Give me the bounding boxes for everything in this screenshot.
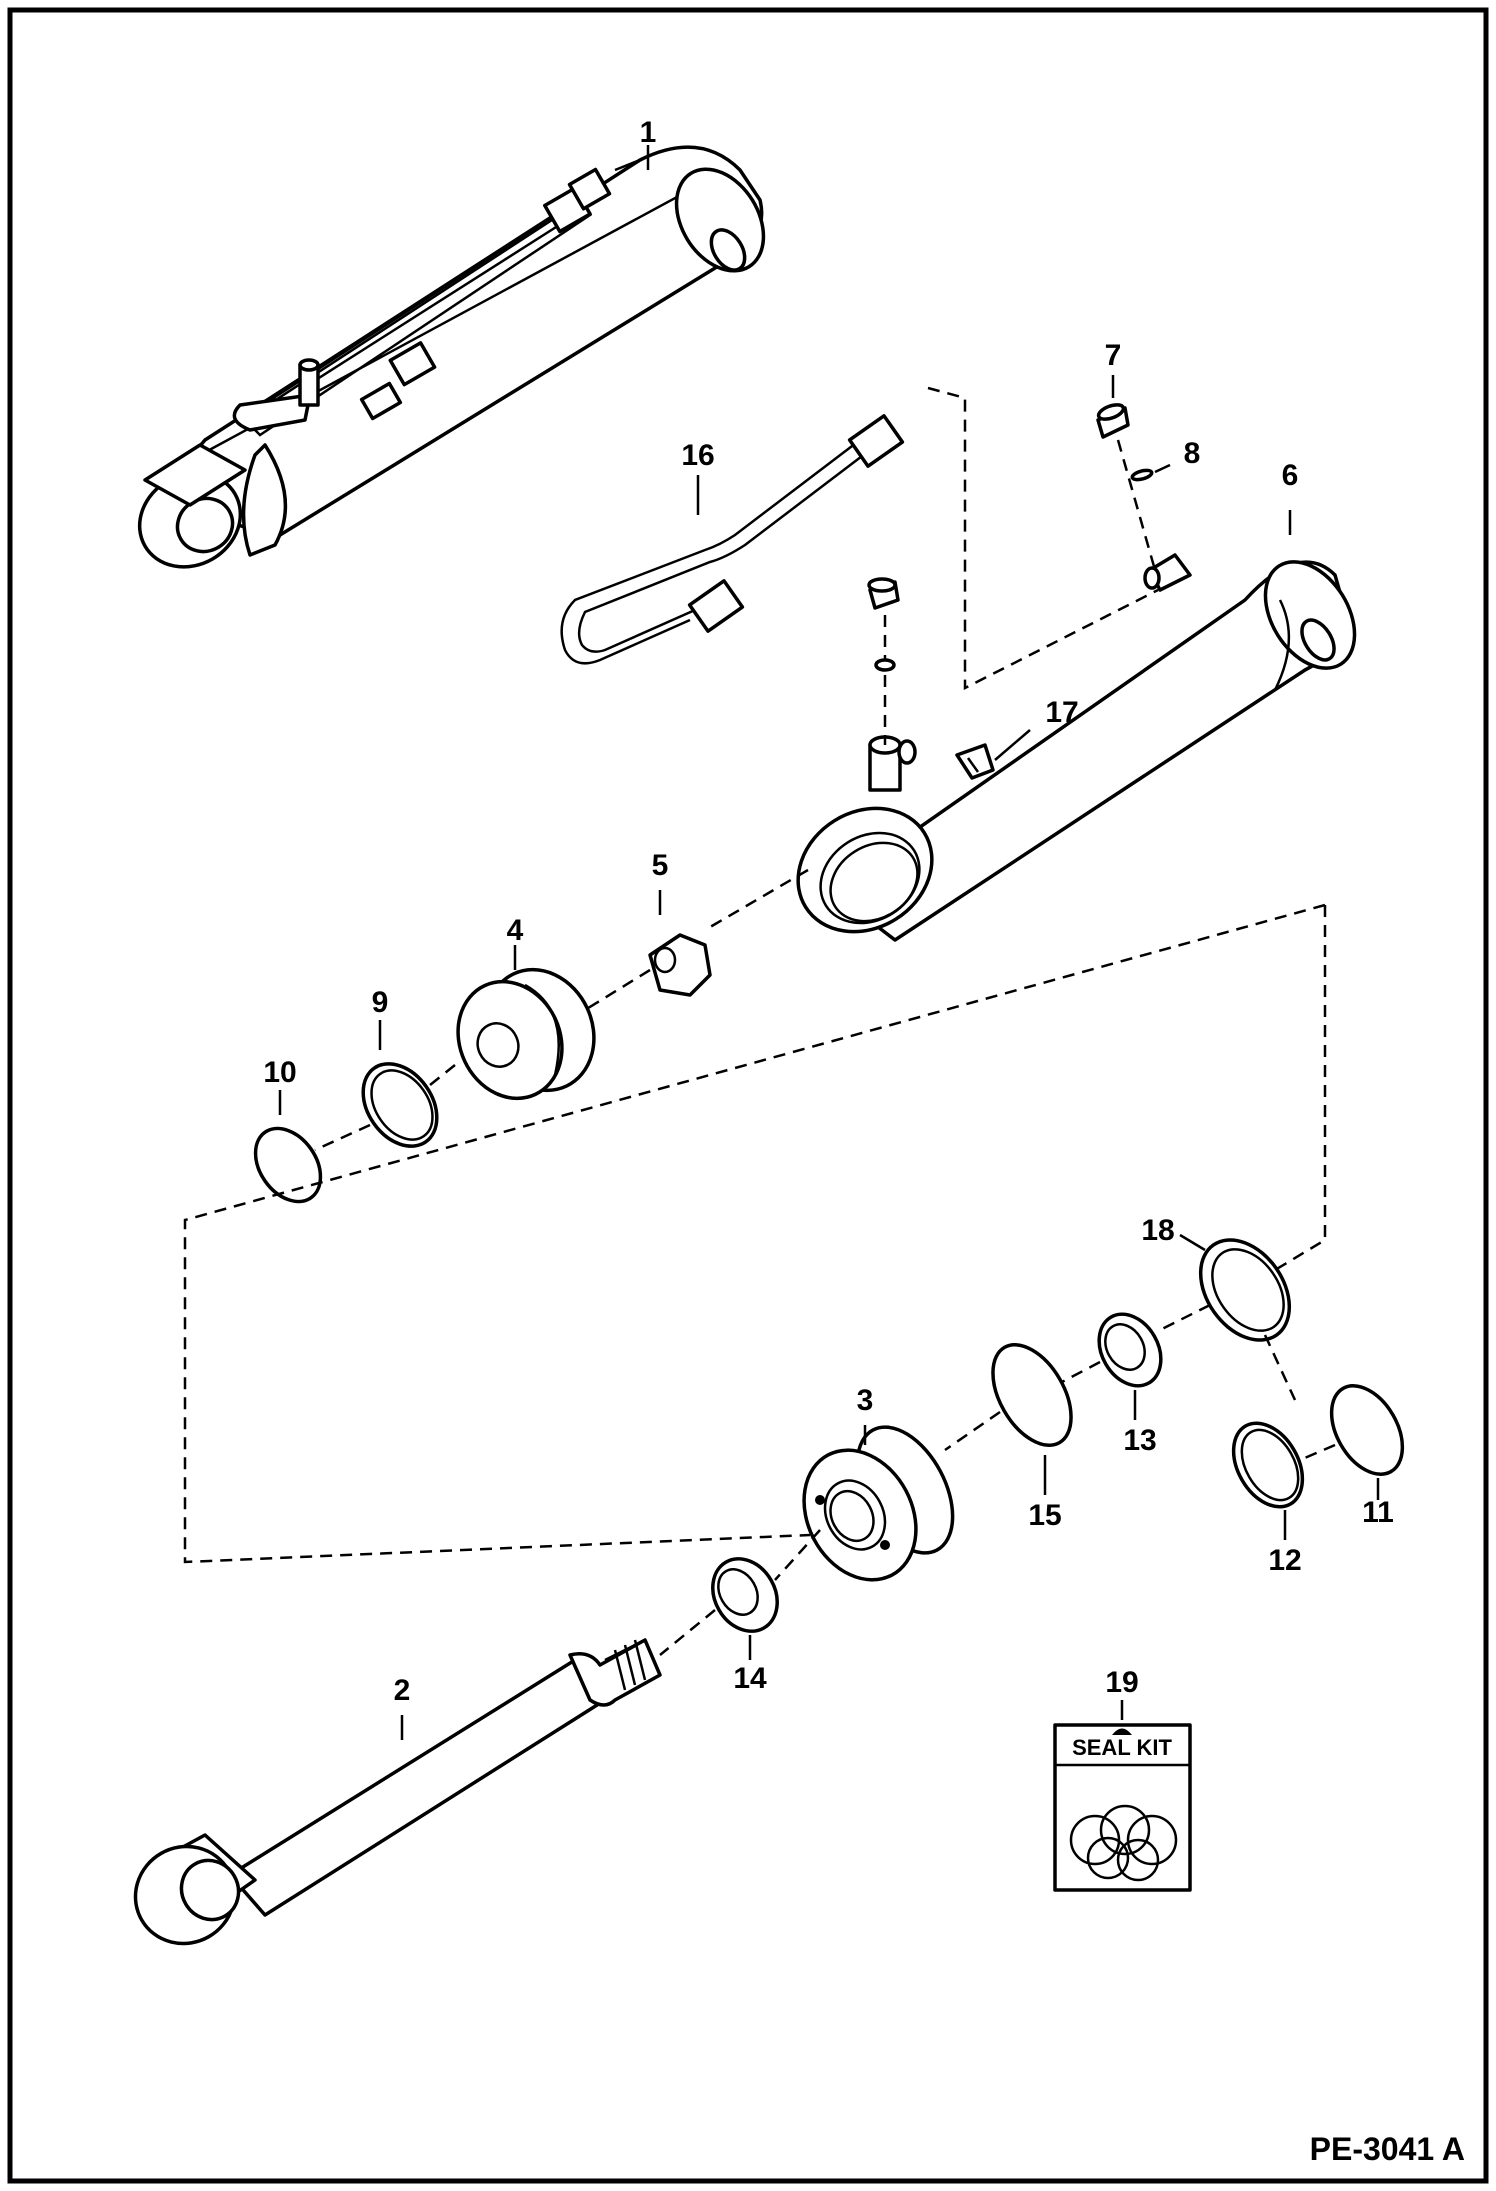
callout-2: 2: [394, 1674, 411, 1707]
callout-11: 11: [1362, 1496, 1394, 1529]
callout-14: 14: [733, 1662, 767, 1695]
part-12-ring: [1231, 1421, 1305, 1509]
callout-13: 13: [1123, 1424, 1156, 1457]
callout-3: 3: [857, 1384, 874, 1417]
callout-10: 10: [263, 1056, 296, 1089]
part-3-head: [802, 1425, 955, 1582]
callout-4: 4: [507, 914, 524, 947]
part-8-o-ring: [1130, 468, 1154, 482]
part-4-piston: [456, 967, 596, 1101]
page-border: [7, 7, 1489, 2184]
callout-9: 9: [372, 986, 389, 1019]
part-14-seal: [711, 1557, 779, 1633]
callout-1: 1: [640, 116, 657, 149]
callout-19: 19: [1105, 1666, 1138, 1699]
part-1-assembled-cylinder: [137, 145, 766, 569]
part-13-wiper: [1097, 1312, 1163, 1388]
part-11-ring: [1329, 1384, 1405, 1476]
callout-17: 17: [1045, 696, 1078, 729]
callout-7: 7: [1105, 339, 1122, 372]
seal-kit-label: SEAL KIT: [1072, 1735, 1172, 1760]
assembly-dashed-lines: [183, 386, 1336, 1656]
part-5-nut: [648, 933, 712, 997]
callout-5: 5: [652, 849, 669, 882]
part-7-plug: [1096, 403, 1130, 439]
part-10-ring: [253, 1126, 323, 1204]
callout-15: 15: [1028, 1499, 1061, 1532]
part-19-seal-kit: [1053, 1723, 1192, 1892]
upper-port-plug: [867, 577, 900, 672]
figure-reference-code: PE-3041 A: [1310, 2131, 1465, 2167]
callout-18: 18: [1141, 1214, 1174, 1247]
part-2-rod: [133, 1638, 662, 1946]
callout-8: 8: [1184, 437, 1201, 470]
part-17-clip: [955, 743, 995, 780]
part-9-ring: [361, 1062, 439, 1148]
part-15-ring: [991, 1343, 1073, 1447]
callout-6: 6: [1282, 459, 1299, 492]
callout-12: 12: [1268, 1544, 1301, 1577]
part-18-ring: [1198, 1238, 1292, 1342]
part-16-tube: [560, 414, 905, 665]
part-6-barrel: [796, 553, 1357, 942]
callout-16: 16: [681, 439, 714, 472]
